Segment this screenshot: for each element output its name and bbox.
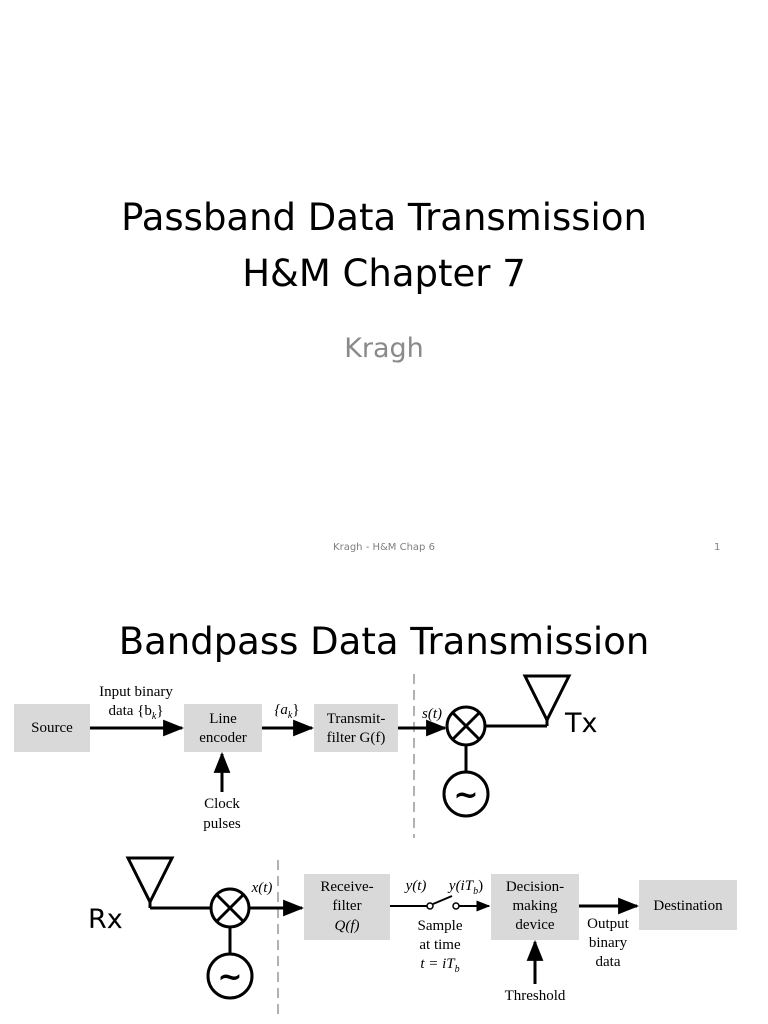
decision-label-2: making (513, 898, 558, 914)
sample-label-2: at time (419, 937, 461, 953)
line-encoder-label-1: Line (209, 711, 237, 727)
rx-antenna-icon (125, 856, 175, 906)
destination-label: Destination (653, 898, 723, 914)
decision-label-1: Decision- (506, 879, 564, 895)
input-binary-label-1: Input binary (99, 684, 173, 700)
tx-antenna-icon (522, 674, 572, 724)
sampler-contact-right (452, 902, 460, 910)
tx-oscillator-icon: ~ (442, 770, 490, 818)
page-number: 1 (714, 542, 721, 553)
slide-footer: Kragh - H&M Chap 6 (333, 542, 435, 553)
yitb-label: y(iTb) (447, 878, 483, 897)
transmit-filter-label-2: filter G(f) (327, 730, 386, 746)
title-line-2: H&M Chapter 7 (242, 252, 526, 295)
sample-label-1: Sample (418, 918, 463, 934)
output-label-2: binary (589, 935, 628, 951)
bandpass-block-diagram: Source Input binary data {bk} Line encod… (14, 674, 737, 1020)
slide-1-title: Passband Data Transmission H&M Chapter 7 (0, 190, 768, 302)
threshold-label: Threshold (505, 988, 566, 1004)
line-encoder-block (184, 704, 262, 752)
receive-filter-label-2: filter (332, 898, 361, 914)
rx-mixer-icon (209, 887, 251, 929)
clock-label-1: Clock (204, 796, 240, 812)
ak-label: {ak} (274, 702, 299, 721)
slide-2-title: Bandpass Data Transmission (118, 620, 650, 663)
slide-1-subtitle: Kragh (344, 333, 424, 364)
receive-filter-block (304, 874, 390, 940)
sample-label-3: t = iTb (420, 956, 459, 975)
rx-oscillator-icon: ~ (206, 952, 254, 1000)
title-line-1: Passband Data Transmission (121, 196, 647, 239)
transmit-filter-label-1: Transmit- (327, 711, 386, 727)
receive-filter-label-3: Q(f) (335, 918, 360, 934)
decision-label-3: device (515, 917, 554, 933)
destination-block (639, 880, 737, 930)
st-label: s(t) (422, 706, 442, 722)
yt-label: y(t) (404, 878, 427, 894)
source-label: Source (31, 720, 73, 736)
svg-text:~: ~ (217, 960, 242, 995)
clock-label-2: pulses (203, 816, 241, 832)
sampler-contact-left (426, 902, 434, 910)
tx-mixer-icon (445, 705, 487, 747)
xt-label: x(t) (251, 880, 273, 896)
output-label-1: Output (587, 916, 630, 932)
source-block (14, 704, 90, 752)
line-encoder-label-2: encoder (199, 730, 246, 746)
rx-label: Rx (88, 904, 123, 935)
receive-filter-label-1: Receive- (320, 879, 373, 895)
tx-label: Tx (564, 708, 597, 739)
input-binary-label-2: data {bk} (108, 703, 163, 722)
svg-text:~: ~ (453, 778, 478, 813)
output-label-3: data (596, 954, 621, 970)
decision-device-block (491, 874, 579, 940)
sampler-switch-icon (432, 895, 453, 905)
transmit-filter-block (314, 704, 398, 752)
